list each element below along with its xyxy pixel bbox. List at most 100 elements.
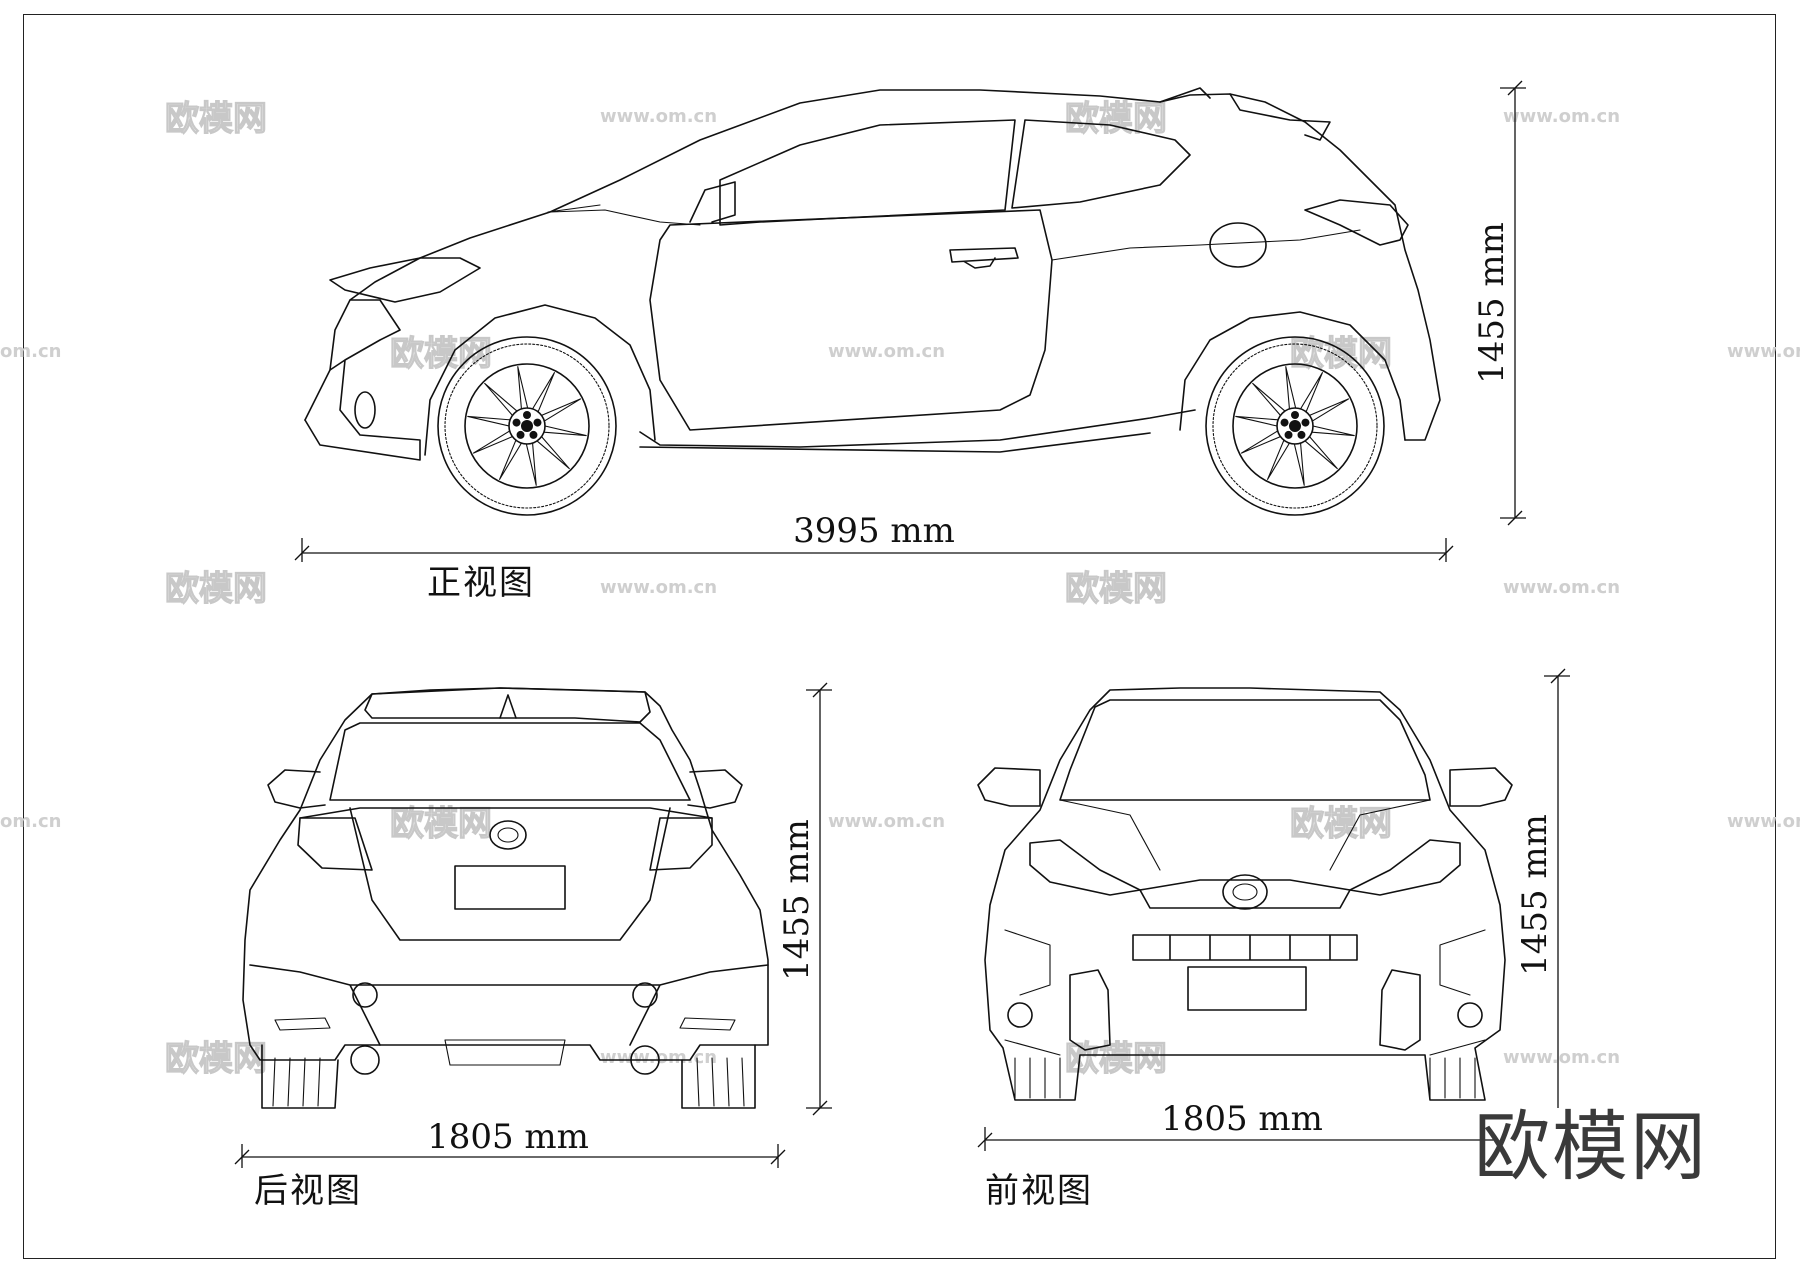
- watermark-url: www.om.cn: [1503, 106, 1620, 127]
- hood-line: [547, 204, 701, 226]
- front-view-caption: 前视图: [985, 1171, 1093, 1211]
- watermark-logo: 欧模网: [1065, 99, 1167, 139]
- rear-width-label: 1805 mm: [427, 1117, 589, 1157]
- fuel-cap: [1209, 222, 1267, 268]
- front-height-label: 1455 mm: [1515, 814, 1555, 976]
- fog-light-right: [1457, 1002, 1483, 1028]
- rear-mirror-left: [267, 769, 326, 809]
- wheel-spoke: [1267, 439, 1290, 480]
- front-wheel: [437, 336, 617, 516]
- rear-wheel-arch: [1179, 311, 1406, 441]
- rear-height-dimension: 1455 mm: [777, 682, 832, 1116]
- rear-reflector-right: [679, 1017, 736, 1031]
- rear-bumper: [249, 964, 769, 1046]
- watermark-url: www.om.cn: [828, 341, 945, 362]
- rear-width-dimension: 1805 mm: [234, 1117, 786, 1168]
- hood-creases: [1059, 799, 1431, 871]
- rear-mirror-right: [687, 769, 743, 809]
- rear-height-label: 1455 mm: [777, 819, 817, 981]
- brand-watermark: 欧模网: [1474, 1102, 1708, 1191]
- rear-taillight-left: [297, 817, 373, 871]
- exhaust-tip-left: [350, 1045, 380, 1075]
- rear-shark-fin: [499, 694, 517, 719]
- rear-tire-right: [681, 1044, 756, 1109]
- lug-nut: [529, 430, 538, 439]
- wheel-spoke: [532, 372, 555, 413]
- front-bumper: [304, 299, 421, 461]
- rear-wheel: [1205, 336, 1385, 516]
- rear-reflector-left: [274, 1017, 331, 1031]
- rear-spoiler: [1159, 87, 1331, 141]
- wheel-spoke: [541, 398, 582, 422]
- wheel-spoke: [484, 382, 518, 416]
- watermarks: 欧模网 www.om.cn 欧模网 www.om.cn om.cn 欧模网 ww…: [0, 98, 1800, 1079]
- front-headlight-left: [1029, 839, 1141, 896]
- wheel-spoke: [536, 436, 570, 470]
- rear-taillight-right: [649, 817, 713, 871]
- watermark-url: www.om.cn: [1503, 1047, 1620, 1068]
- watermark-url: www.om.cn: [1503, 577, 1620, 598]
- watermark-logo: 欧模网: [165, 569, 267, 609]
- rear-spoiler: [364, 687, 651, 723]
- door-outline: [649, 209, 1053, 431]
- watermark-logo: 欧模网: [165, 1039, 267, 1079]
- emblem-inner: [497, 827, 519, 843]
- watermark-logo: 欧模网: [165, 99, 267, 139]
- front-lower-grille: [1132, 934, 1358, 961]
- front-mirror-right: [1449, 767, 1513, 807]
- watermark-logo: 欧模网: [1065, 569, 1167, 609]
- front-wheel-arch: [424, 304, 656, 456]
- wheel-spoke: [525, 442, 537, 486]
- front-bumper-lines: [1004, 929, 1486, 1056]
- lug-nut: [1301, 418, 1310, 427]
- watermark-url: www.om.cn: [1727, 811, 1800, 832]
- side-window-front: [719, 119, 1016, 226]
- air-intake-left: [1069, 969, 1111, 1051]
- wheel-spoke: [1309, 398, 1350, 422]
- side-body-outline: [304, 89, 1441, 441]
- side-skirt: [639, 409, 1196, 453]
- exhaust-left: [352, 982, 378, 1008]
- front-emblem: [1222, 874, 1268, 910]
- side-mirror: [689, 181, 736, 223]
- rear-view-car: [242, 687, 769, 1109]
- wheel-spoke: [1240, 430, 1281, 454]
- lug-nut: [516, 430, 525, 439]
- side-taillight: [1304, 199, 1409, 246]
- rear-quarter-line: [1051, 229, 1361, 261]
- wheel-spoke: [1293, 442, 1305, 486]
- front-width-label: 1805 mm: [1161, 1099, 1323, 1139]
- drawing-frame: [23, 14, 1776, 1259]
- wheel-spoke: [1285, 366, 1297, 410]
- front-headlight: [329, 257, 481, 303]
- rear-tire-left: [261, 1044, 339, 1109]
- side-window-rear: [1011, 119, 1191, 209]
- front-mirror-left: [977, 767, 1041, 807]
- wheel-spoke: [1235, 415, 1279, 427]
- rear-diffuser: [444, 1039, 566, 1066]
- windshield: [1059, 699, 1431, 801]
- wheel-spoke: [517, 366, 529, 410]
- rear-glass: [329, 722, 691, 801]
- front-license-plate: [1187, 966, 1307, 1011]
- front-upper-grille: [1139, 879, 1351, 909]
- side-height-label: 1455 mm: [1472, 222, 1512, 384]
- door-handle: [949, 247, 1019, 269]
- wheel-spoke: [467, 415, 511, 427]
- watermark-url: www.om.cn: [600, 106, 717, 127]
- rear-view-caption: 后视图: [254, 1171, 362, 1211]
- front-width-dimension: 1805 mm: [977, 1099, 1498, 1151]
- side-length-dimension: 3995 mm: [294, 511, 1454, 562]
- watermark-url: om.cn: [0, 811, 61, 832]
- rear-license-plate: [454, 865, 566, 910]
- hatch-line: [299, 807, 713, 941]
- side-height-dimension: 1455 mm: [1472, 80, 1526, 526]
- wheel-spoke: [1311, 425, 1355, 437]
- front-view-car: [977, 687, 1513, 1101]
- watermark-url: www.om.cn: [828, 811, 945, 832]
- front-tire-left: [1014, 1057, 1061, 1099]
- watermark-url: www.om.cn: [1727, 341, 1800, 362]
- lug-nut: [1297, 430, 1306, 439]
- watermark-url: om.cn: [0, 341, 61, 362]
- watermark-logo: 欧模网: [390, 804, 492, 844]
